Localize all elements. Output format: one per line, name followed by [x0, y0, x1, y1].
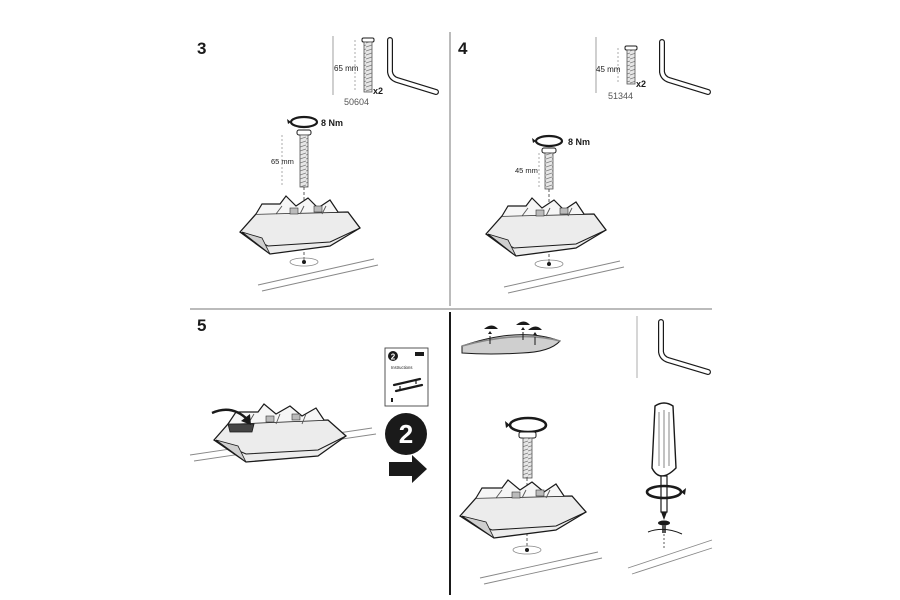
torque-label: 8 Nm — [321, 118, 343, 128]
right-arrow-icon — [389, 455, 427, 483]
allen-key-icon — [659, 39, 711, 95]
step-4-panel: 45 mm x2 51344 8 Nm 45 mm — [485, 37, 711, 294]
panel-dividers — [190, 32, 712, 595]
torque-label: 8 Nm — [568, 137, 590, 147]
torque-rotation-icon — [645, 484, 686, 500]
roof-rack-foot — [485, 197, 607, 257]
allen-key-icon — [658, 319, 711, 375]
step-3-panel: 65 mm x2 50604 8 Nm 65 mm — [239, 36, 439, 292]
next-step-badge: 2 — [385, 413, 427, 455]
part-bolt-quantity-label: x2 — [373, 86, 383, 96]
torque-rotation-icon — [287, 115, 319, 129]
part-number-label: 51344 — [608, 91, 633, 101]
roof-rack-foot — [459, 479, 588, 539]
torque-rotation-icon — [505, 416, 548, 434]
booklet-title: Instructions — [391, 365, 412, 370]
fixing-screw — [647, 520, 683, 548]
bolt-65mm-part — [354, 37, 375, 93]
step-4-number: 4 — [458, 39, 468, 58]
roof-mount-point — [534, 259, 564, 269]
torque-rotation-icon — [532, 134, 564, 148]
insert-direction-arrow — [211, 408, 251, 425]
roof-rack-foot — [213, 403, 348, 463]
part-bolt-length-label: 45 mm — [596, 65, 621, 74]
install-length-label: 45 mm — [515, 166, 538, 175]
roof-mount-point — [512, 545, 542, 555]
bolt-45mm-part — [617, 45, 638, 85]
part-number-label: 50604 — [344, 97, 369, 107]
next-step-number: 2 — [399, 419, 413, 449]
step-3-number: 3 — [197, 39, 207, 58]
install-length-label: 65 mm — [271, 157, 294, 166]
step-5-detail-panel — [459, 319, 713, 585]
screwdriver-icon — [651, 402, 677, 520]
part-bolt-length-label: 65 mm — [334, 64, 359, 73]
part-bolt-quantity-label: x2 — [636, 79, 646, 89]
step-5-number: 5 — [197, 316, 207, 335]
step-5-panel: 2 Instructions 2 — [189, 347, 429, 483]
booklet-badge: 2 — [391, 353, 396, 362]
allen-key-icon — [387, 37, 439, 95]
roof-rack-foot — [239, 195, 361, 255]
rail-end-view — [461, 321, 561, 355]
instruction-booklet: 2 Instructions — [384, 347, 429, 407]
roof-mount-point — [289, 257, 319, 267]
